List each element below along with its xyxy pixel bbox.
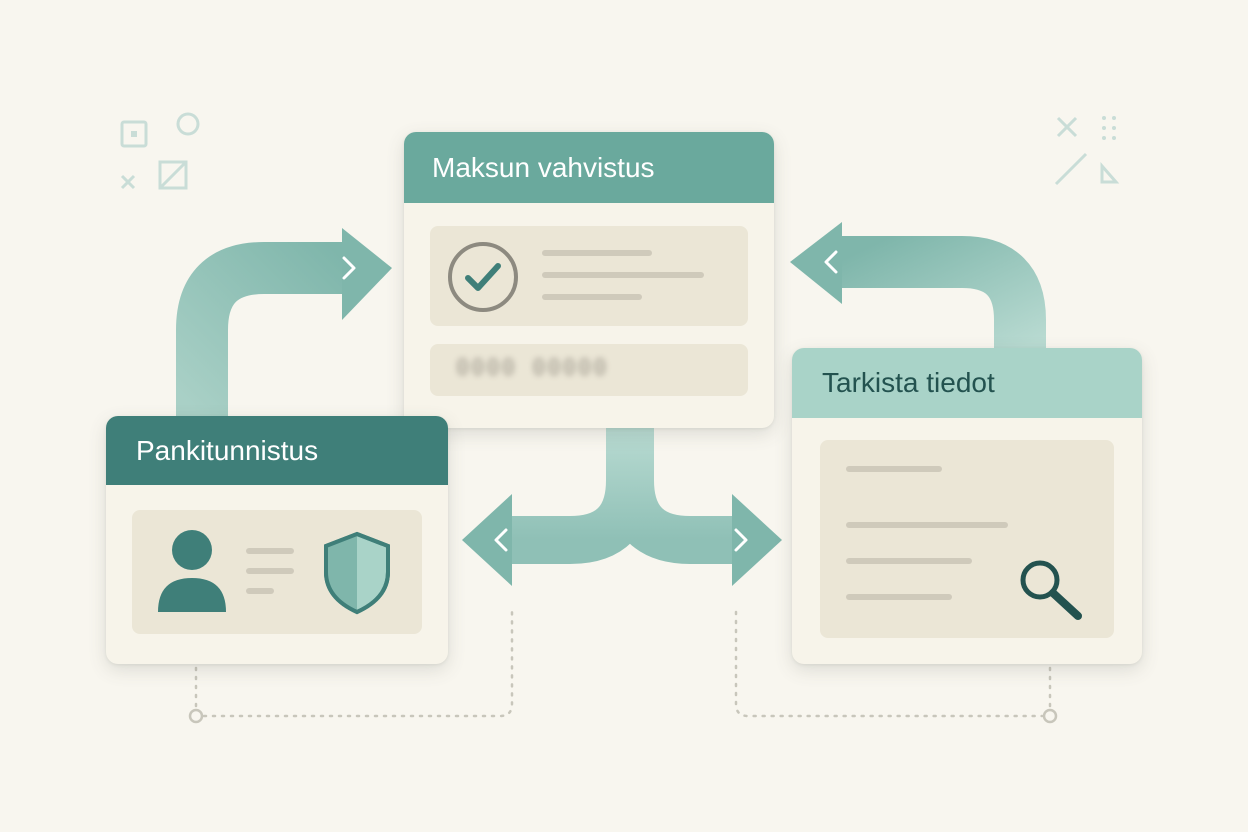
masked-number-field: 0000 00000 [430,344,748,396]
decor-top-left [120,112,200,190]
text-line [846,594,952,600]
masked-number: 0000 00000 [456,356,609,381]
payment-status-panel [430,226,748,326]
shield-icon [324,531,390,615]
connector-node [1042,708,1058,724]
text-line [246,548,294,554]
check-details-card[interactable]: Tarkista tiedot [792,348,1142,664]
text-line [846,466,942,472]
payment-confirmation-card[interactable]: Maksun vahvistus 0000 00000 [404,132,774,428]
payment-card-title: Maksun vahvistus [404,132,774,203]
decor-top-right [1054,116,1120,186]
chevron-left-icon [824,250,838,274]
arrow-bank-to-payment [176,228,392,418]
connector-node [188,708,204,724]
magnifier-icon [1020,560,1082,620]
bank-authentication-card[interactable]: Pankitunnistus [106,416,448,664]
identity-panel [132,510,422,634]
text-line [542,250,652,256]
check-circle-icon [448,242,518,312]
arrow-payment-split [462,428,782,586]
dotted-connectors [194,610,1052,718]
text-line [542,272,704,278]
text-line [246,568,294,574]
text-line [846,522,1008,528]
text-line [542,294,642,300]
details-panel [820,440,1114,638]
text-line [846,558,972,564]
chevron-right-icon [734,528,748,552]
user-icon [158,530,226,612]
chevron-right-icon [342,256,356,280]
arrow-check-to-payment [790,222,1046,350]
text-line [246,588,274,594]
chevron-left-icon [494,528,508,552]
bank-card-title: Pankitunnistus [106,416,448,485]
check-card-title: Tarkista tiedot [792,348,1142,418]
